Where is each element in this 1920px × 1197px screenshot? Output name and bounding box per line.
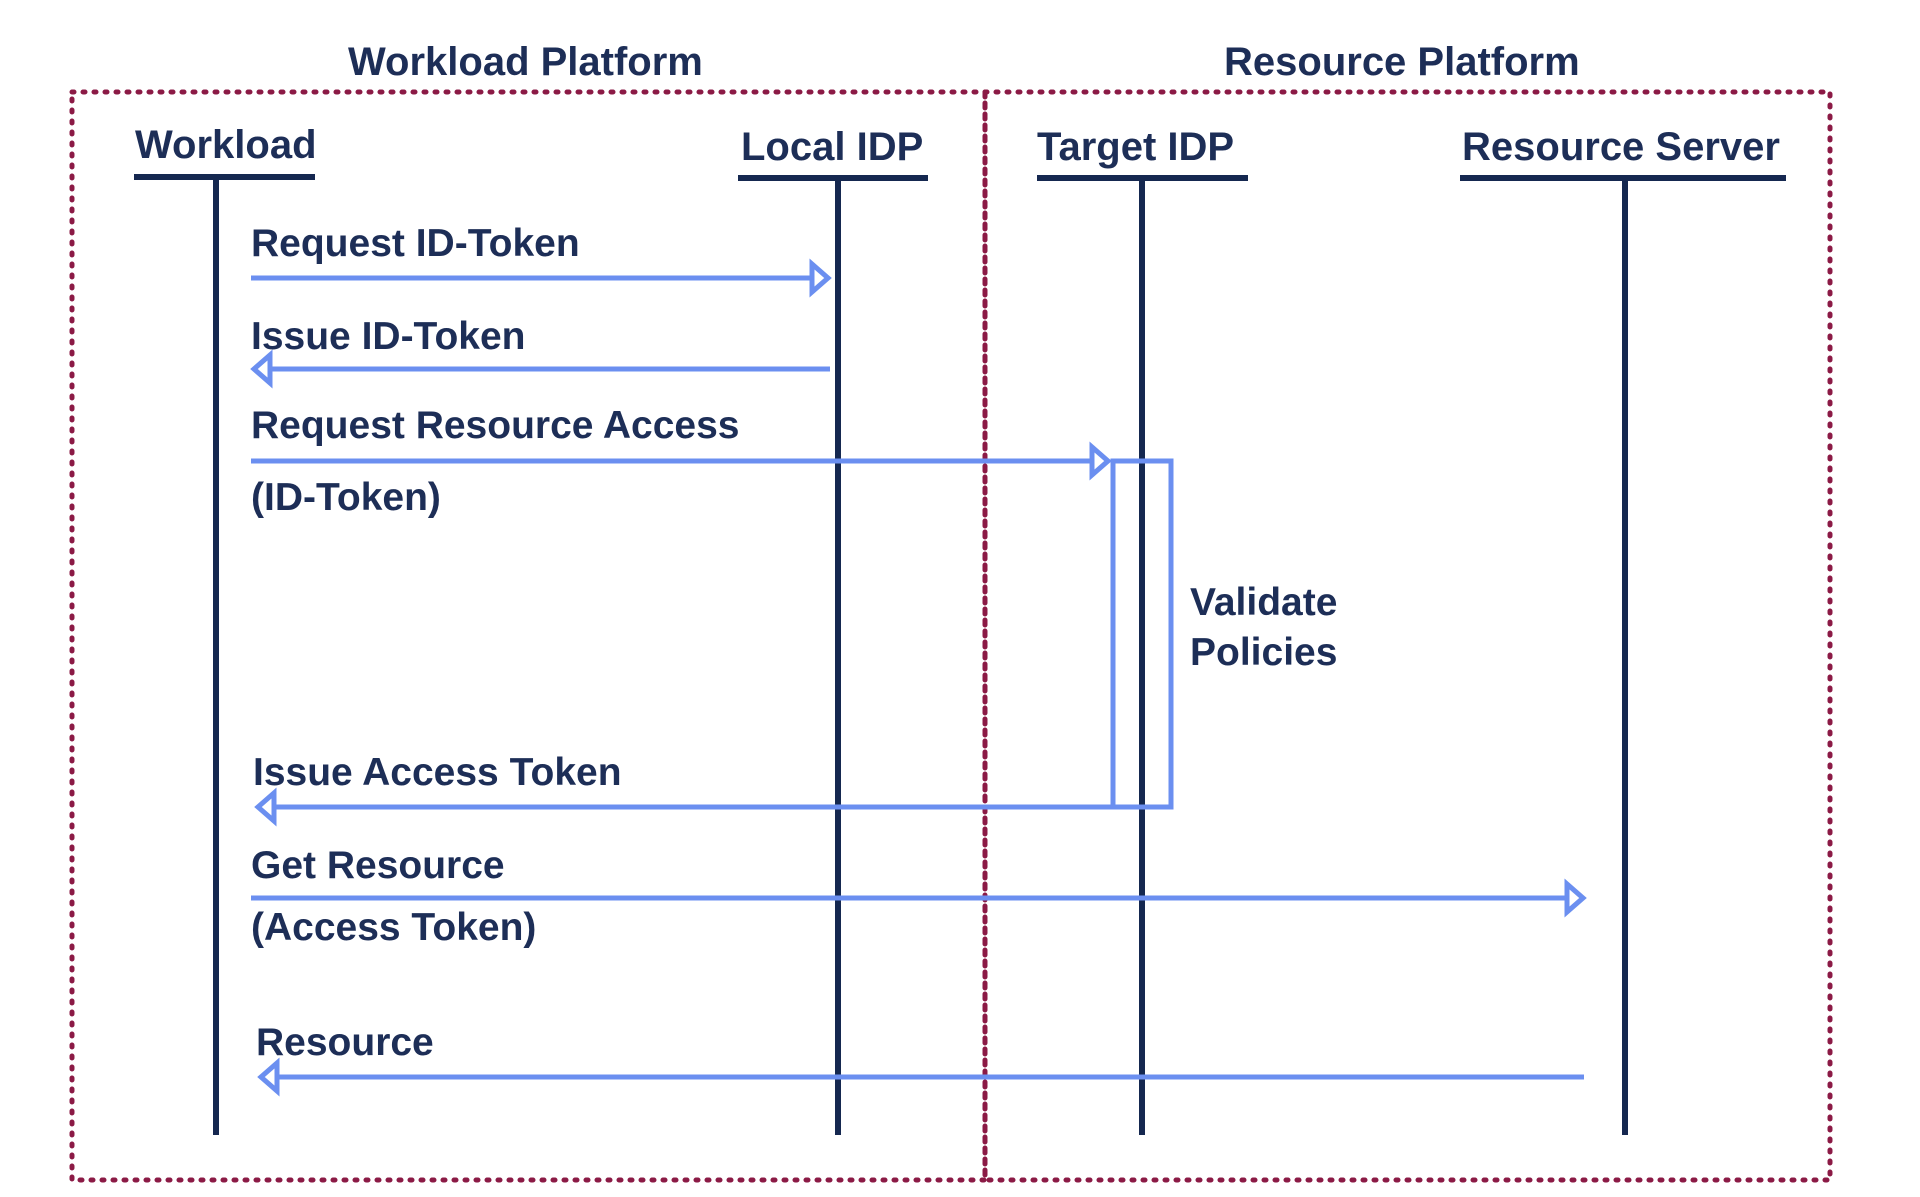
message-resource-arrowhead	[257, 1057, 280, 1097]
workload-platform-boundary	[69, 89, 988, 1183]
message-issue-id-token-arrowhead	[250, 349, 273, 389]
participant-workload-label: Workload	[135, 123, 317, 167]
participant-resource-server-label: Resource Server	[1462, 125, 1780, 169]
message-issue-access-token-label: Issue Access Token	[253, 751, 622, 794]
target-idp-activation-box	[1110, 458, 1174, 810]
message-request-id-token-arrowhead	[809, 258, 832, 298]
message-get-resource-label: Get Resource	[251, 844, 505, 887]
message-resource-label: Resource	[256, 1021, 434, 1064]
validate-policies-label-line2: Policies	[1190, 631, 1337, 674]
validate-policies-label-line1: Validate	[1190, 581, 1337, 624]
message-request-resource-access-arrowhead	[1089, 441, 1112, 481]
message-get-resource-arrowhead	[1564, 878, 1587, 918]
resource-platform-label: Resource Platform	[1224, 40, 1580, 84]
resource-platform-boundary	[982, 89, 1833, 1183]
message-request-resource-access-label: Request Resource Access	[251, 404, 739, 447]
participant-target-idp-label: Target IDP	[1037, 125, 1234, 169]
message-issue-access-token-arrowhead	[254, 787, 277, 827]
message-get-resource-arg: (Access Token)	[251, 906, 536, 949]
participant-local-idp-label: Local IDP	[741, 125, 923, 169]
message-request-resource-access-arg: (ID-Token)	[251, 476, 441, 519]
workload-platform-label: Workload Platform	[348, 40, 703, 84]
message-request-id-token-label: Request ID-Token	[251, 222, 580, 265]
message-issue-id-token-label: Issue ID-Token	[251, 315, 526, 358]
